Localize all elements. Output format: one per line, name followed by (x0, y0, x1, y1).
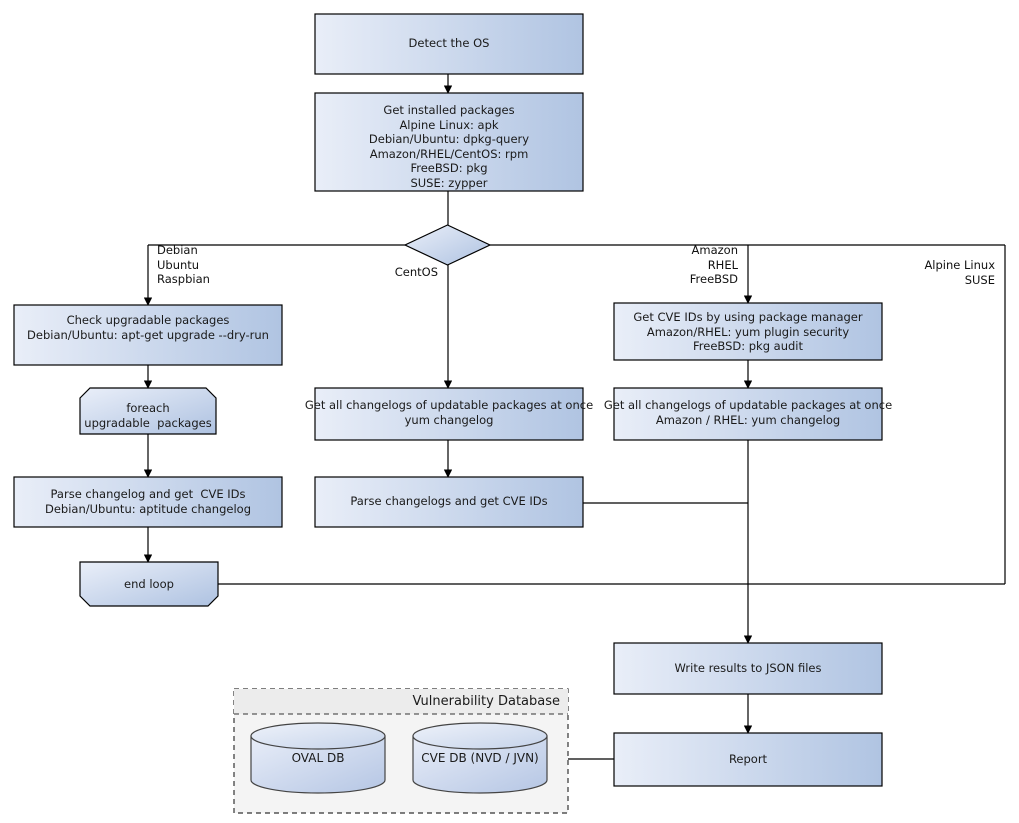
node-report[interactable] (613, 732, 883, 787)
branch-label-centos: CentOS (394, 265, 438, 279)
node-get-cve-package-manager[interactable] (613, 302, 883, 361)
edge-layer (143, 74, 1006, 760)
node-changelogs-rhel[interactable] (613, 387, 883, 441)
branch-label-amazon: Amazon RHEL FreeBSD (689, 243, 738, 286)
node-parse-changelogs-centos[interactable] (314, 476, 584, 528)
node-write-json[interactable] (613, 642, 883, 695)
group-title-vulnerability-database: Vulnerability Database (412, 694, 560, 709)
branch-label-alpine: Alpine Linux SUSE (924, 258, 995, 287)
node-changelogs-centos[interactable] (314, 387, 584, 441)
branch-label-debian: Debian Ubuntu Raspbian (157, 243, 210, 286)
node-check-upgradable[interactable] (13, 304, 283, 366)
node-foreach-loop-start[interactable] (79, 387, 217, 435)
group-vulnerability-database (233, 688, 569, 814)
database-cve-db[interactable] (412, 722, 548, 794)
database-oval-db[interactable] (250, 722, 386, 794)
node-end-loop[interactable] (79, 561, 219, 607)
node-parse-changelog-debian[interactable] (13, 476, 283, 528)
node-os-decision[interactable] (403, 224, 492, 266)
node-detect-os[interactable] (314, 13, 584, 75)
group-header-fill (234, 689, 568, 714)
node-get-installed-packages[interactable] (314, 92, 584, 192)
